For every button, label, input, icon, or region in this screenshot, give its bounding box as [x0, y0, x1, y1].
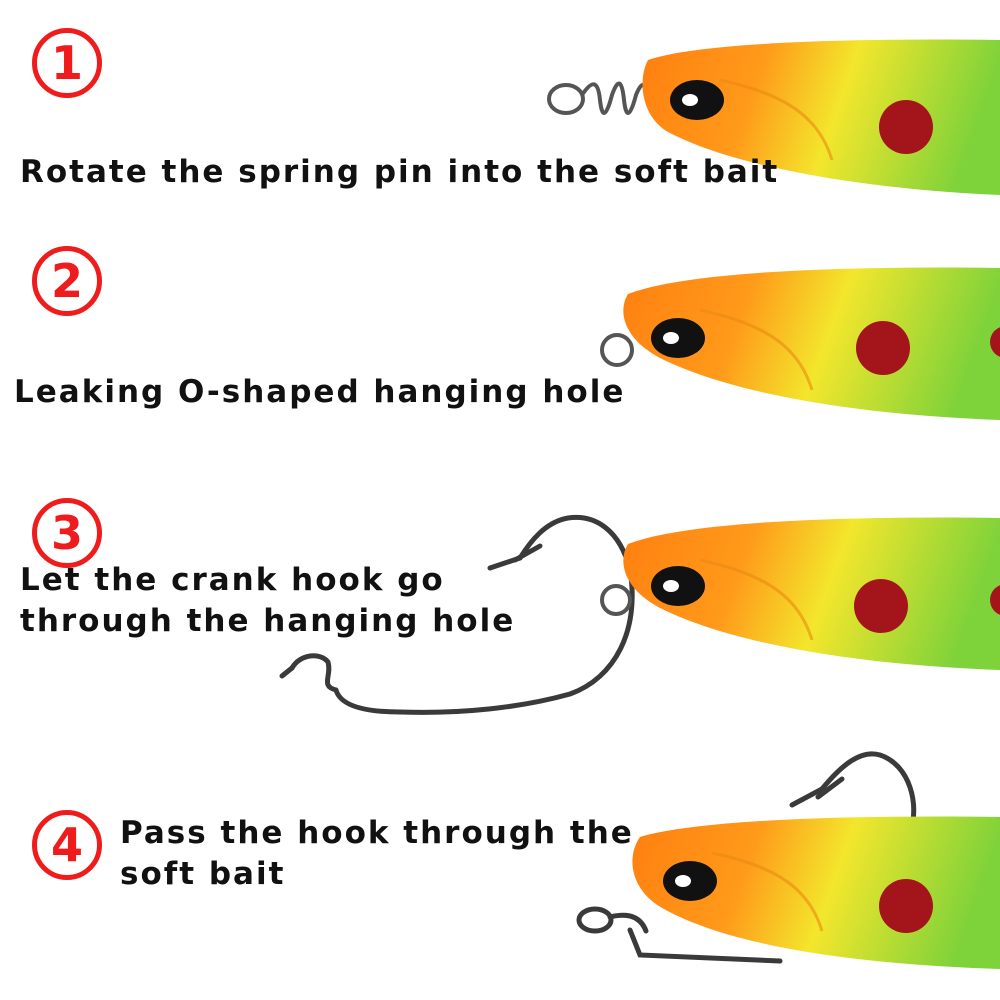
bait-spot [854, 579, 908, 633]
step-number-badge: 2 [32, 246, 102, 316]
step-caption: Pass the hook through the soft bait [120, 813, 634, 895]
soft-bait-body [623, 517, 1000, 670]
hook-shank-icon [576, 906, 783, 964]
bait-eye-icon [670, 80, 724, 120]
step-number-badge: 4 [32, 810, 102, 880]
o-ring-icon [600, 333, 634, 367]
soft-bait-hanging-hole-image [600, 267, 1000, 420]
step-3: 3 Let the crank hook go through the hang… [0, 480, 1000, 740]
soft-bait-hook-through-image [576, 751, 1000, 969]
crank-hook-icon [279, 514, 635, 715]
bait-spot [879, 100, 933, 154]
soft-bait-crank-hook-image [279, 514, 1000, 715]
caption-line: Pass the hook through the [120, 815, 634, 851]
bait-spot [856, 321, 910, 375]
step-number-badge: 1 [32, 28, 102, 98]
spring-pin-icon [547, 81, 652, 115]
caption-line: through the hanging hole [20, 603, 516, 639]
step-2: 2 Leaking O-shaped hanging hole [0, 230, 1000, 450]
step-number-badge: 3 [32, 498, 102, 568]
hook-point-icon [789, 751, 917, 836]
bait-eye-icon [651, 566, 705, 606]
step-caption: Rotate the spring pin into the soft bait [20, 152, 779, 193]
bait-spot [990, 585, 1000, 615]
step-4: 4 Pass the hook through the soft bait [0, 745, 1000, 1000]
step-1: 1 Rotate the spring pin into the soft ba… [0, 0, 1000, 220]
caption-line: Let the crank hook go [20, 562, 445, 598]
caption-line: soft bait [120, 856, 286, 892]
bait-spot [990, 327, 1000, 357]
caption-line: Rotate the spring pin into the soft bait [20, 154, 780, 190]
bait-eye-icon [651, 318, 705, 358]
bait-eye-icon [663, 861, 717, 901]
step-caption: Let the crank hook go through the hangin… [20, 560, 515, 642]
step-caption: Leaking O-shaped hanging hole [14, 372, 625, 413]
o-ring-icon [600, 584, 632, 616]
soft-bait-body [623, 267, 1000, 420]
soft-bait-spring-pin-image [547, 39, 1000, 196]
caption-line: Leaking O-shaped hanging hole [14, 374, 626, 410]
bait-spot [879, 879, 933, 933]
soft-bait-body [642, 39, 1000, 196]
